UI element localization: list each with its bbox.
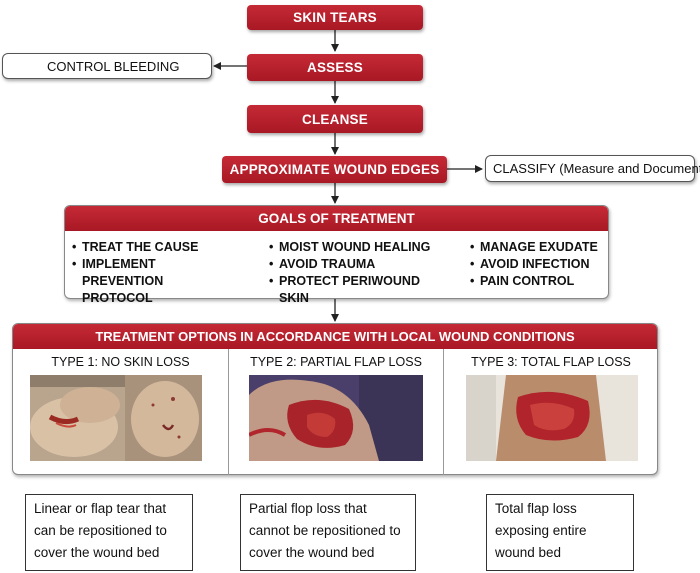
skin-tears-box: SKIN TEARS: [247, 5, 423, 30]
treatment-options-title: TREATMENT OPTIONS IN ACCORDANCE WITH LOC…: [95, 329, 575, 344]
type-2-photo: [249, 375, 423, 461]
goals-header: GOALS OF TREATMENT: [65, 206, 608, 231]
type-1-photo-right: [125, 375, 202, 461]
treatment-options-header: TREATMENT OPTIONS IN ACCORDANCE WITH LOC…: [13, 324, 657, 349]
divider: [228, 349, 229, 475]
type-1-title: TYPE 1: NO SKIN LOSS: [51, 355, 190, 369]
goals-column-1: TREAT THE CAUSE IMPLEMENT PREVENTION PRO…: [72, 239, 242, 307]
goal-item: AVOID TRAUMA: [269, 256, 449, 273]
cleanse-box: CLEANSE: [247, 105, 423, 133]
classify-box: CLASSIFY (Measure and Document): [485, 155, 700, 182]
goal-item: PAIN CONTROL: [470, 273, 605, 290]
goal-item: MANAGE EXUDATE: [470, 239, 605, 256]
goal-item: IMPLEMENT PREVENTION PROTOCOL: [72, 256, 232, 307]
control-bleeding-label: CONTROL BLEEDING: [47, 58, 180, 74]
goal-item: TREAT THE CAUSE: [72, 239, 242, 256]
treatment-options-panel: TREATMENT OPTIONS IN ACCORDANCE WITH LOC…: [12, 323, 658, 475]
control-bleeding-box: CONTROL BLEEDING: [2, 53, 212, 79]
goals-title: GOALS OF TREATMENT: [258, 211, 415, 226]
type-3-title: TYPE 3: TOTAL FLAP LOSS: [471, 355, 631, 369]
assess-box: ASSESS: [247, 54, 423, 81]
approximate-wound-edges-box: APPROXIMATE WOUND EDGES: [222, 156, 447, 183]
goal-item: PROTECT PERIWOUND SKIN: [269, 273, 449, 307]
classify-label: CLASSIFY (Measure and Document): [493, 161, 700, 176]
goals-of-treatment-panel: GOALS OF TREATMENT TREAT THE CAUSE IMPLE…: [64, 205, 609, 305]
goal-item: MOIST WOUND HEALING: [269, 239, 449, 256]
goal-item: AVOID INFECTION: [470, 256, 605, 273]
goals-column-2: MOIST WOUND HEALING AVOID TRAUMA PROTECT…: [269, 239, 449, 307]
type-3-caption: Total flap loss exposing entire wound be…: [486, 494, 634, 571]
type-1-photo-left: [30, 375, 125, 461]
type-1-caption: Linear or flap tear that can be repositi…: [25, 494, 193, 571]
divider: [443, 349, 444, 475]
type-3-photo: [466, 375, 638, 461]
type-2-title: TYPE 2: PARTIAL FLAP LOSS: [250, 355, 422, 369]
goals-column-3: MANAGE EXUDATE AVOID INFECTION PAIN CONT…: [470, 239, 605, 290]
type-2-caption: Partial flop loss that cannot be reposit…: [240, 494, 416, 571]
